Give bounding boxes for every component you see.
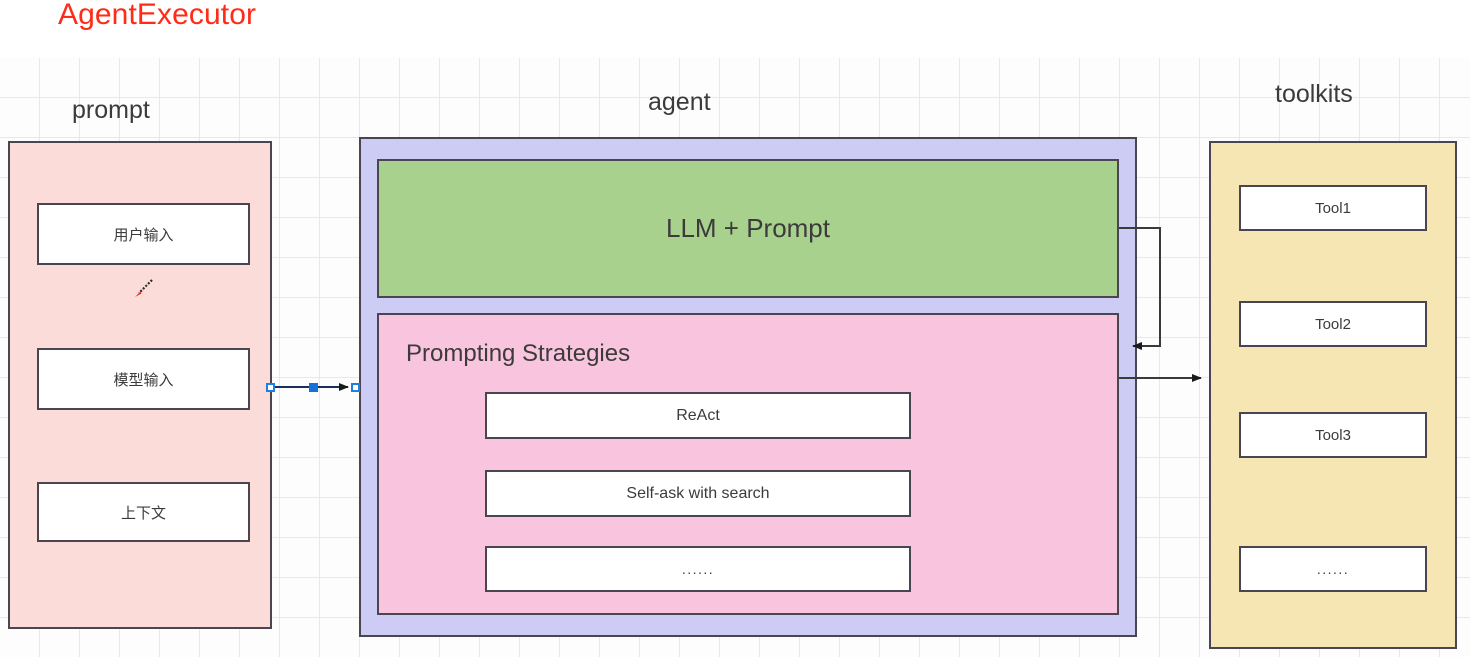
toolkit-item-tool1[interactable]: Tool1	[1239, 185, 1427, 231]
pencil-cursor	[135, 279, 153, 297]
toolkit-item-more[interactable]: ......	[1239, 546, 1427, 592]
prompt-item-user-input[interactable]: 用户输入	[37, 203, 250, 265]
prompt-item-model-input[interactable]: 模型输入	[37, 348, 250, 410]
connector-handle-midpoint[interactable]	[309, 383, 318, 392]
toolkit-item-tool2[interactable]: Tool2	[1239, 301, 1427, 347]
connector-handle-target[interactable]	[351, 383, 360, 392]
column-label-toolkits: toolkits	[1275, 80, 1353, 108]
strategy-item-self-ask-with-search[interactable]: Self-ask with search	[485, 470, 911, 517]
prompt-item-context[interactable]: 上下文	[37, 482, 250, 542]
page-title: AgentExecutor	[58, 0, 257, 31]
strategy-item-more[interactable]: ......	[485, 546, 911, 592]
column-label-agent: agent	[648, 88, 711, 116]
connector-handle-source[interactable]	[266, 383, 275, 392]
llm-prompt-label: LLM + Prompt	[665, 213, 830, 243]
toolkit-item-tool3[interactable]: Tool3	[1239, 412, 1427, 458]
llm-prompt-box[interactable]	[377, 159, 1119, 298]
prompting-strategies-label: Prompting Strategies	[406, 340, 631, 367]
column-label-prompt: prompt	[72, 96, 150, 124]
strategy-item-react[interactable]: ReAct	[485, 392, 911, 439]
